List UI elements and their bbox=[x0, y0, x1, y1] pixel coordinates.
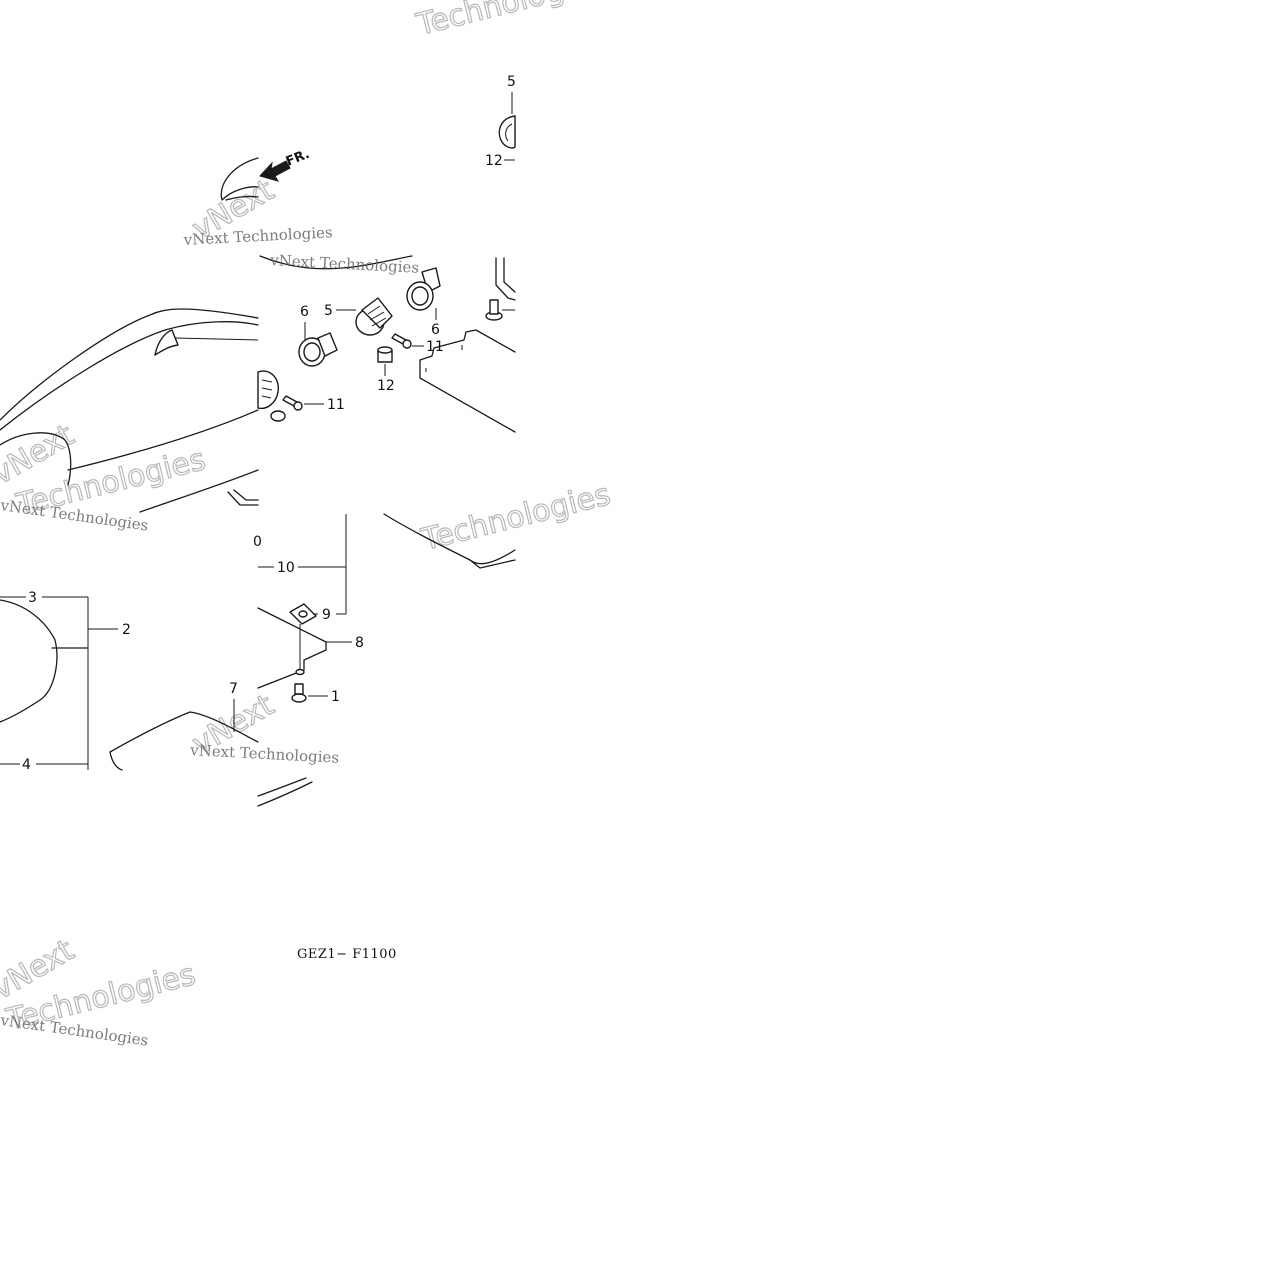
seat-piece-edge-2 bbox=[469, 559, 516, 569]
nut-center-top bbox=[377, 346, 393, 354]
bolt-1-head bbox=[291, 693, 307, 703]
seat-front-edge bbox=[220, 157, 259, 201]
watermark-brand-center: vNext Technologies bbox=[269, 251, 420, 277]
watermark-brand-bottom: vNext Technologies bbox=[189, 741, 340, 767]
seat-cover-profile bbox=[0, 599, 58, 723]
side-bracket-outer bbox=[495, 257, 516, 301]
plate-assembly-tile: 0 10 9 8 1 bbox=[253, 514, 364, 807]
screw-right-head bbox=[402, 339, 412, 349]
callout-5-center: 5 bbox=[324, 303, 333, 319]
callout-11-right: 11 bbox=[426, 339, 444, 355]
front-label: FR. bbox=[284, 147, 312, 170]
bushing-right-inner bbox=[411, 286, 429, 306]
callout-3: 3 bbox=[28, 590, 37, 606]
plate-hole bbox=[295, 668, 305, 676]
callout-10: 10 bbox=[277, 560, 295, 576]
callout-5-top: 5 bbox=[507, 74, 516, 90]
grommet-top-right bbox=[498, 115, 516, 149]
plate bbox=[257, 607, 327, 689]
hinge-clip-center-ribs bbox=[367, 305, 387, 327]
nut-left bbox=[270, 410, 286, 422]
hinge-clip-left bbox=[257, 370, 279, 410]
callout-9: 9 bbox=[322, 607, 331, 623]
seat-edge-center bbox=[259, 255, 413, 270]
callout-2: 2 bbox=[122, 622, 131, 638]
right-middle-tile bbox=[383, 513, 516, 569]
seat-body-tile: vNext Technologies bbox=[0, 308, 259, 535]
watermark-outline-top: Technologies bbox=[412, 0, 608, 43]
seat-front-edge-inner bbox=[225, 195, 259, 201]
callout-12-center: 12 bbox=[377, 378, 395, 394]
screw-left-head bbox=[293, 401, 303, 411]
seat-top-contour-2 bbox=[0, 321, 259, 431]
grommet-top-right-inner bbox=[505, 123, 513, 142]
seat-pad-left bbox=[109, 751, 123, 771]
bracket-plate-detail bbox=[425, 345, 463, 372]
seat-side-contour bbox=[67, 409, 259, 471]
bracket-plate-front bbox=[419, 359, 516, 433]
side-bracket-inner bbox=[503, 257, 516, 293]
bolt-right-shank bbox=[489, 299, 499, 315]
callout-8: 8 bbox=[355, 635, 364, 651]
leader-hook bbox=[174, 337, 259, 341]
seat-pad-bottom-edge bbox=[257, 777, 307, 797]
seat-pad-bottom-edge-2 bbox=[257, 781, 313, 807]
callout-1: 1 bbox=[331, 689, 340, 705]
watermark-outline-mid-right: Technologies bbox=[417, 477, 613, 558]
bushing-left-inner bbox=[303, 342, 321, 362]
hinge-center-tile: vNext Technologies 6 5 6 11 12 11 bbox=[259, 251, 516, 433]
callout-11-left: 11 bbox=[327, 397, 345, 413]
callout-10-partial: 0 bbox=[253, 534, 262, 550]
callout-6-right: 6 bbox=[431, 322, 440, 338]
callout-6-left: 6 bbox=[300, 304, 309, 320]
clip-nut-hole bbox=[298, 610, 308, 618]
hinge-clip-center-body bbox=[361, 297, 393, 329]
front-direction-arrow: FR. bbox=[259, 147, 312, 182]
seat-catch-2 bbox=[233, 489, 259, 501]
hinge-left-tile bbox=[257, 370, 286, 422]
drawing-code: GEZ1− F1100 bbox=[297, 947, 397, 962]
top-right-tile: 5 12 bbox=[485, 74, 516, 169]
seat-catch-1 bbox=[227, 491, 259, 506]
callout-4: 4 bbox=[22, 757, 31, 773]
bracket-plate-top bbox=[419, 329, 516, 361]
bushing-left-tab bbox=[317, 332, 338, 357]
callout-12-top: 12 bbox=[485, 153, 503, 169]
seat-pad-top bbox=[109, 711, 259, 753]
seat-cover-tile: 3 2 4 7 vNext Technologies bbox=[0, 590, 340, 773]
seat-bottom-contour bbox=[139, 469, 259, 513]
hinge-clip-left-ribs bbox=[261, 379, 273, 399]
seat-hook bbox=[154, 329, 179, 356]
bolt-1-shank bbox=[294, 683, 304, 695]
seat-top-contour bbox=[0, 308, 259, 421]
callout-7: 7 bbox=[229, 681, 238, 697]
arrow-icon bbox=[259, 160, 291, 182]
